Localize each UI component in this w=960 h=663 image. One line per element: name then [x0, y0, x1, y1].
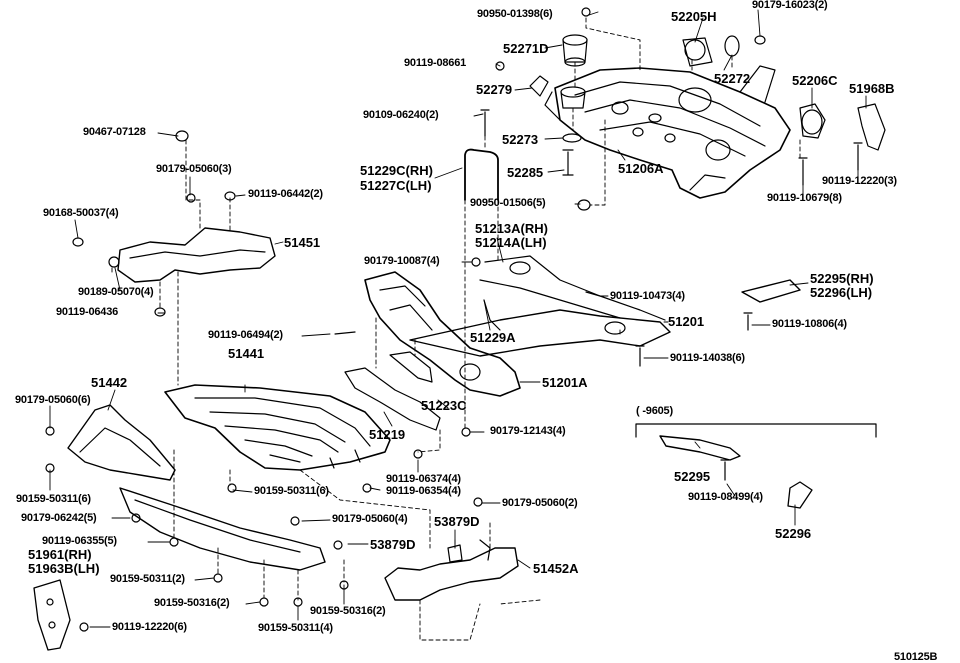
date-range-bracket	[635, 423, 877, 438]
part-label-51961-RH: 51961(RH)	[28, 547, 92, 562]
part-label-90179-12143: 90179-12143(4)	[490, 425, 566, 437]
part-label-52206C: 52206C	[792, 73, 838, 88]
part-label-51227C-LH: 51227C(LH)	[360, 178, 432, 193]
part-label-51963B-LH: 51963B(LH)	[28, 561, 100, 576]
part-label-52285: 52285	[507, 165, 544, 180]
date-range-label: ( -9605)	[636, 405, 673, 417]
part-label-52205H: 52205H	[671, 9, 717, 24]
part-label-90159-50311-2: 90159-50311(2)	[110, 573, 185, 585]
part-label-90119-06436: 90119-06436	[56, 306, 119, 318]
part-label-90119-08499: 90119-08499(4)	[688, 491, 763, 503]
part-label-52279: 52279	[476, 82, 513, 97]
part-label-90119-14038: 90119-14038(6)	[670, 352, 745, 364]
part-label-52271D: 52271D	[503, 41, 549, 56]
part-label-90467-07128: 90467-07128	[83, 126, 146, 138]
part-label-51223C: 51223C	[421, 398, 467, 413]
part-label-51229A: 51229A	[470, 330, 516, 345]
part-label-90119-06442: 90119-06442(2)	[248, 188, 323, 200]
part-label-51206A: 51206A	[618, 161, 664, 176]
part-label-52296: 52296	[775, 526, 812, 541]
part-label-90179-05060-3: 90179-05060(3)	[156, 163, 232, 175]
part-label-51441: 51441	[228, 346, 265, 361]
side-under-cover-drawing	[33, 404, 423, 651]
part-label-90109-06240: 90109-06240(2)	[363, 109, 439, 121]
part-label-52272: 52272	[714, 71, 751, 86]
part-label-90119-10473: 90119-10473(4)	[610, 290, 685, 302]
part-label-90179-10087: 90179-10087(4)	[364, 255, 440, 267]
part-label-90119-06354: 90119-06354(4)	[386, 485, 461, 497]
part-label-90119-10679: 90119-10679(8)	[767, 192, 842, 204]
part-label-51213A-RH: 51213A(RH)	[475, 221, 548, 236]
part-label-90119-10806: 90119-10806(4)	[772, 318, 847, 330]
rear-suspension-member-drawing	[464, 7, 886, 211]
part-label-51219: 51219	[369, 427, 406, 442]
part-label-90119-12220-6: 90119-12220(6)	[112, 621, 187, 633]
part-label-51442: 51442	[91, 375, 128, 390]
part-label-90950-01506: 90950-01506(5)	[470, 197, 546, 209]
rear-side-cover-drawing	[333, 497, 519, 601]
part-label-52295: 52295	[674, 469, 711, 484]
part-label-52273: 52273	[502, 132, 539, 147]
diagram-id: 510125B	[894, 651, 938, 663]
part-label-90179-05060-4: 90179-05060(4)	[332, 513, 408, 525]
part-label-90189-05070: 90189-05070(4)	[78, 286, 154, 298]
part-label-53879D-lower: 53879D	[370, 537, 416, 552]
part-label-90179-16023: 90179-16023(2)	[752, 0, 828, 11]
brace-drawing	[659, 279, 813, 509]
part-label-51452A: 51452A	[533, 561, 579, 576]
large-under-cover-drawing	[164, 384, 391, 471]
part-label-90119-08661: 90119-08661	[404, 57, 467, 69]
part-label-90159-50316-2-left: 90159-50316(2)	[154, 597, 230, 609]
part-label-90119-06374: 90119-06374(4)	[386, 473, 461, 485]
part-label-90179-05060-6: 90179-05060(6)	[15, 394, 91, 406]
part-label-51214A-LH: 51214A(LH)	[475, 235, 547, 250]
part-label-51201A: 51201A	[542, 375, 588, 390]
part-label-52296-LH: 52296(LH)	[810, 285, 873, 300]
part-label-90950-01398: 90950-01398(6)	[477, 8, 553, 20]
part-label-90159-50311-6-left: 90159-50311(6)	[16, 493, 91, 505]
part-label-90119-06494: 90119-06494(2)	[208, 329, 283, 341]
part-label-90179-05060-2: 90179-05060(2)	[502, 497, 578, 509]
part-label-90159-50311-4: 90159-50311(4)	[258, 622, 333, 634]
part-label-53879D-upper: 53879D	[434, 514, 480, 529]
front-suspension-member-drawing	[334, 255, 671, 437]
part-label-51201: 51201	[668, 314, 705, 329]
part-label-90179-06242: 90179-06242(5)	[21, 512, 97, 524]
alignment-lines	[111, 17, 801, 641]
part-label-52295-RH: 52295(RH)	[810, 271, 874, 286]
part-label-51229C-RH: 51229C(RH)	[360, 163, 433, 178]
part-label-90159-50311-6-right: 90159-50311(6)	[254, 485, 329, 497]
part-label-51451: 51451	[284, 235, 321, 250]
part-label-90168-50037: 90168-50037(4)	[43, 207, 119, 219]
part-label-90159-50316-2-right: 90159-50316(2)	[310, 605, 386, 617]
part-label-51968B: 51968B	[849, 81, 895, 96]
leader-lines	[49, 9, 867, 628]
part-label-90119-12220-3: 90119-12220(3)	[822, 175, 897, 187]
part-label-90119-06355: 90119-06355(5)	[42, 535, 117, 547]
